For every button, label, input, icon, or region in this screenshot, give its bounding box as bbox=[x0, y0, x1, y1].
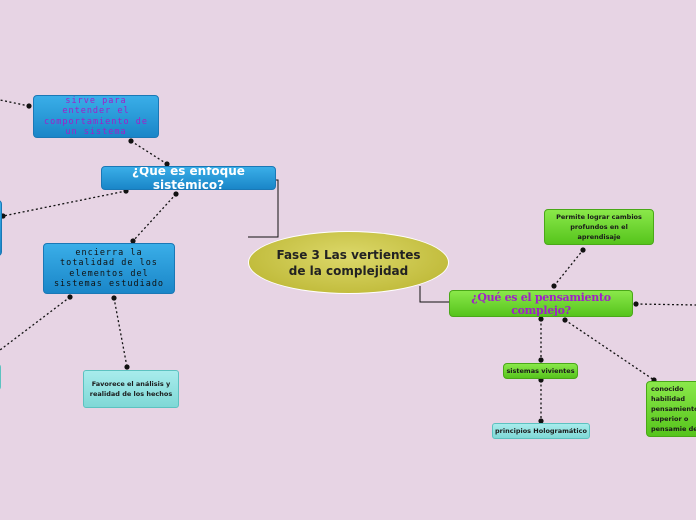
link-dot bbox=[26, 103, 32, 109]
pensamiento-complejo-node[interactable]: ¿Qué es el pensamiento complejo? bbox=[449, 290, 633, 317]
favorece-label: Favorece el análisis y realidad de los h… bbox=[89, 380, 173, 398]
sistemas-vivientes-label: sistemas vivientes bbox=[506, 367, 575, 375]
link-dot bbox=[538, 357, 544, 363]
principios-node[interactable]: principios Hologramático bbox=[492, 423, 590, 439]
dashed-link bbox=[0, 99, 30, 107]
favorece-node[interactable]: Favorece el análisis y realidad de los h… bbox=[83, 370, 179, 408]
center-to-left-connector bbox=[248, 179, 279, 238]
link-dot bbox=[538, 316, 544, 322]
central-topic-line2: de la complejidad bbox=[288, 263, 409, 278]
center-to-right-connector bbox=[419, 286, 450, 303]
enfoque-sistemico-node[interactable]: ¿Qué es enfoque sistémico? bbox=[101, 166, 276, 190]
dashed-link bbox=[113, 297, 128, 368]
link-dot bbox=[538, 418, 544, 424]
link-dot bbox=[164, 161, 170, 167]
sistemas-vivientes-node[interactable]: sistemas vivientes bbox=[503, 363, 578, 379]
encierra-label: encierra la totalidad de los elementos d… bbox=[53, 247, 165, 290]
dashed-link bbox=[564, 319, 655, 381]
principios-label: principios Hologramático bbox=[495, 427, 587, 435]
tambien-label: también conocido habilidad pensamiento s… bbox=[651, 382, 696, 436]
offscreen-node-left[interactable] bbox=[0, 200, 2, 256]
link-dot bbox=[128, 138, 134, 144]
enfoque-sistemico-label: ¿Qué es enfoque sistémico? bbox=[132, 166, 245, 190]
sirve-para-label: sirve para entender el comportamiento de… bbox=[44, 95, 148, 137]
link-dot bbox=[111, 295, 117, 301]
link-dot bbox=[580, 247, 586, 253]
dashed-link bbox=[130, 140, 168, 165]
dashed-link bbox=[553, 249, 584, 287]
link-dot bbox=[633, 301, 639, 307]
sirve-para-node[interactable]: sirve para entender el comportamiento de… bbox=[33, 95, 159, 138]
link-dot bbox=[130, 238, 136, 244]
link-dot bbox=[124, 364, 130, 370]
tambien-node[interactable]: también conocido habilidad pensamiento s… bbox=[646, 381, 696, 437]
dashed-link bbox=[0, 296, 71, 351]
pensamiento-complejo-label: ¿Qué es el pensamiento complejo? bbox=[471, 290, 611, 317]
permite-label: Permite lograr cambios profundos en el a… bbox=[556, 213, 642, 241]
link-dot bbox=[551, 283, 557, 289]
offscreen-node-left-lower[interactable] bbox=[0, 364, 1, 390]
dashed-link bbox=[2, 190, 127, 217]
link-dot bbox=[173, 191, 179, 197]
permite-node[interactable]: Permite lograr cambios profundos en el a… bbox=[544, 209, 654, 245]
dashed-link bbox=[132, 193, 177, 242]
central-topic-node[interactable]: Fase 3 Las vertientes de la complejidad bbox=[248, 231, 449, 294]
link-dot bbox=[562, 317, 568, 323]
central-topic-line1: Fase 3 Las vertientes bbox=[276, 247, 421, 262]
link-dot bbox=[67, 294, 73, 300]
encierra-node[interactable]: encierra la totalidad de los elementos d… bbox=[43, 243, 175, 294]
dashed-link bbox=[635, 303, 696, 306]
